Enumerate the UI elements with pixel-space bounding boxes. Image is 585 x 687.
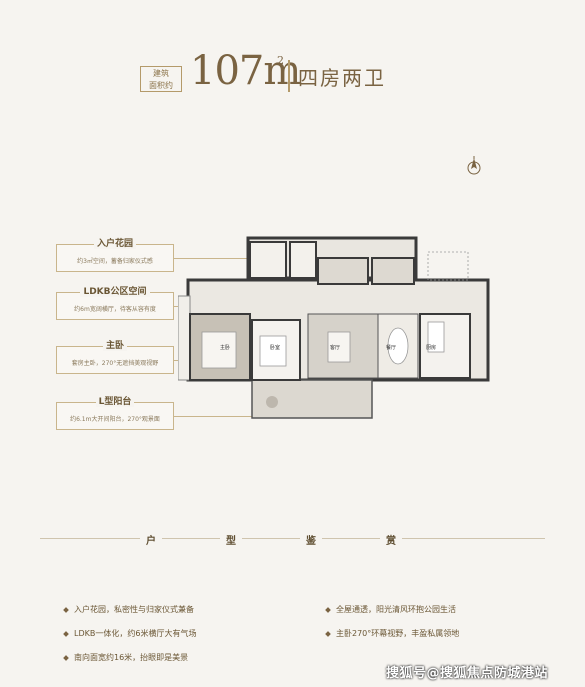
plan-label: 卧室 — [270, 345, 281, 351]
section-title-char: 户 — [140, 532, 162, 547]
diamond-icon — [63, 606, 69, 613]
callout-desc: 约6.1m大开间阳台，270°观景面 — [70, 416, 160, 423]
plan-label: 客厅 — [330, 345, 341, 351]
area-value: 107m — [190, 48, 301, 94]
leader-line — [174, 258, 250, 259]
feature-text: 入户花园，私密性与归家仪式兼备 — [74, 605, 194, 614]
compass-icon — [467, 156, 481, 175]
feature-item: LDKB一体化，约6米横厅大有气场 — [63, 628, 197, 639]
diamond-icon — [325, 606, 331, 613]
feature-item: 主卧270°环幕视野，丰盈私属领地 — [325, 628, 460, 639]
callout-title: L型阳台 — [95, 397, 135, 407]
section-title-char: 赏 — [380, 532, 402, 547]
callout-title: 入户花园 — [93, 239, 136, 249]
callout-title: LDKB公区空间 — [80, 287, 150, 297]
callout-ldkb: LDKB公区空间 约6m宽阔横厅，待客从容有度 — [56, 287, 174, 320]
feature-text: 南向面宽约16米，抬眼即是美景 — [74, 653, 189, 662]
callout-l-balcony: L型阳台 约6.1m大开间阳台，270°观景面 — [56, 397, 174, 430]
unit-type: 四房两卫 — [298, 66, 386, 90]
watermark: 搜狐号@搜狐焦点防城港站 — [386, 666, 549, 681]
feature-item: 全屋通透，阳光清风环抱公园生活 — [325, 604, 456, 615]
area-unit-sup: 2 — [277, 54, 284, 67]
area-tag: 建筑 面积约 — [140, 66, 182, 92]
plan-label: 厨房 — [426, 345, 437, 351]
diamond-icon — [325, 630, 331, 637]
callout-title: 主卧 — [102, 341, 127, 351]
callout-entry-garden: 入户花园 约3㎡空间，蓄备归家仪式感 — [56, 239, 174, 272]
feature-text: 主卧270°环幕视野，丰盈私属领地 — [336, 629, 460, 638]
callout-desc: 约3㎡空间，蓄备归家仪式感 — [77, 258, 153, 265]
diamond-icon — [63, 630, 69, 637]
plan-label: 餐厅 — [386, 345, 397, 351]
feature-text: 全屋通透，阳光清风环抱公园生活 — [336, 605, 456, 614]
feature-item: 南向面宽约16米，抬眼即是美景 — [63, 652, 189, 663]
callout-desc: 套房主卧，270°无遮挡美观视野 — [71, 360, 159, 367]
feature-item: 入户花园，私密性与归家仪式兼备 — [63, 604, 194, 615]
unit-header: 建筑 面积约 107m 2 四房两卫 — [140, 48, 440, 100]
feature-text: LDKB一体化，约6米横厅大有气场 — [74, 629, 197, 638]
section-title-char: 鉴 — [300, 532, 322, 547]
plan-label: 主卧 — [220, 345, 231, 351]
section-divider — [40, 538, 545, 539]
callout-master-bedroom: 主卧 套房主卧，270°无遮挡美观视野 — [56, 341, 174, 374]
header-divider — [288, 60, 290, 92]
floor-plan — [178, 236, 490, 419]
section-title-char: 型 — [220, 532, 242, 547]
leader-line — [174, 416, 254, 417]
diamond-icon — [63, 654, 69, 661]
callout-desc: 约6m宽阔横厅，待客从容有度 — [74, 306, 156, 313]
